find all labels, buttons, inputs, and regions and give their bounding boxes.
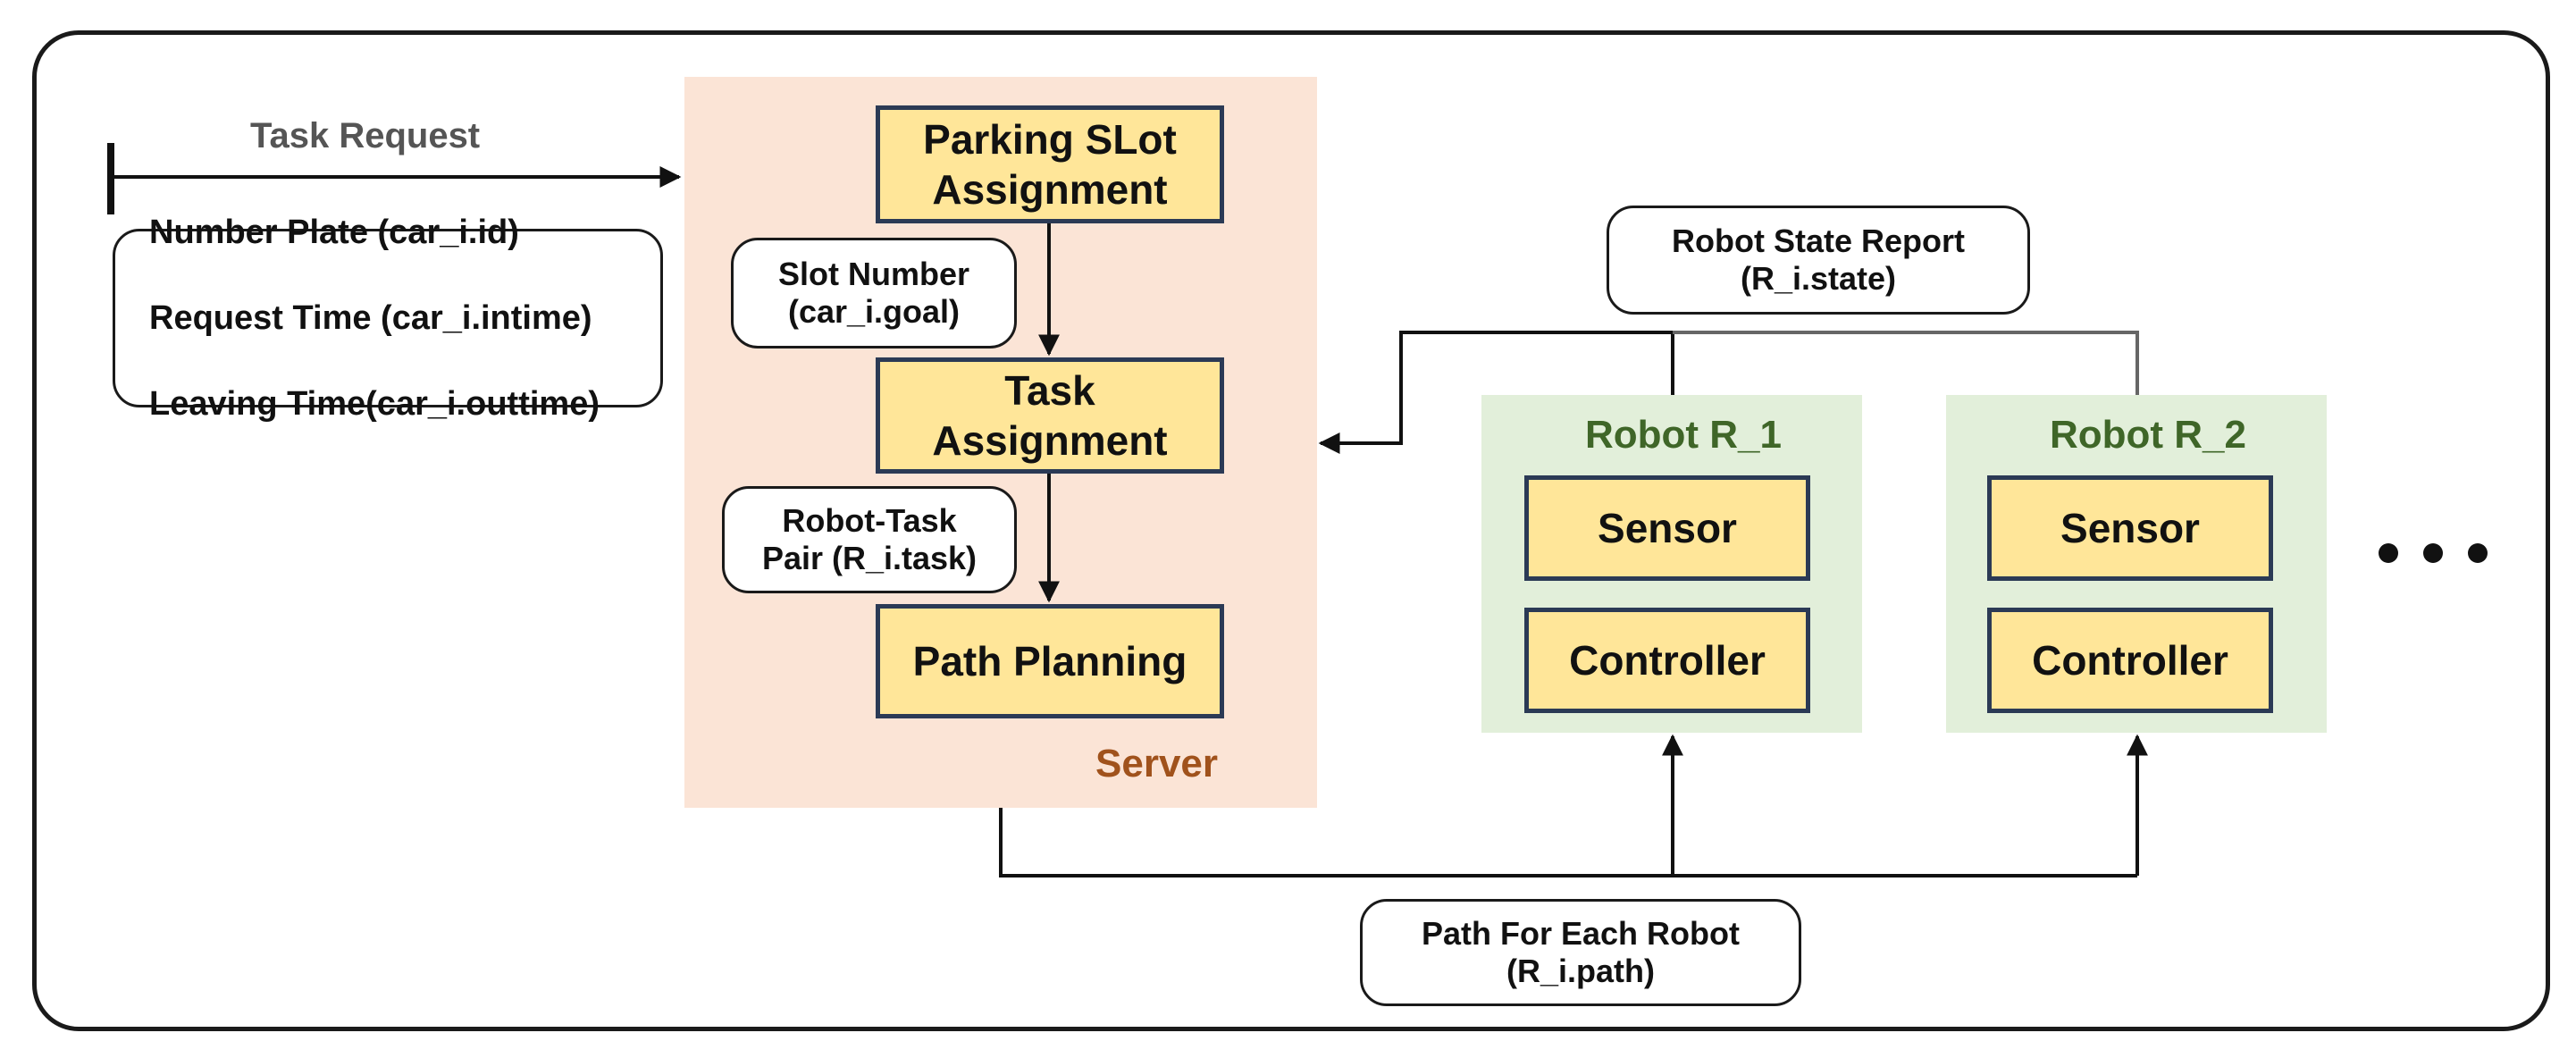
robot-r2-title: Robot R_2 (2050, 413, 2246, 457)
path-planning-box: Path Planning (876, 604, 1224, 718)
state-report-r2-line (1673, 331, 2139, 395)
path-for-each-robot-note: Path For Each Robot (R_i.path) (1360, 899, 1801, 1006)
robot-r1-sensor-box: Sensor (1524, 475, 1810, 581)
robot-state-report-note: Robot State Report (R_i.state) (1607, 206, 2030, 315)
robot-r1-title: Robot R_1 (1585, 413, 1782, 457)
parking-slot-assignment-box: Parking SLot Assignment (876, 105, 1224, 223)
robot-r2-sensor-box: Sensor (1987, 475, 2273, 581)
state-report-r1-line (1318, 331, 1674, 454)
slot-number-note: Slot Number (car_i.goal) (731, 238, 1017, 348)
robot-task-pair-note: Robot-Task Pair (R_i.task) (722, 486, 1017, 593)
more-robots-ellipsis-icon (2379, 536, 2495, 572)
path-distribution-line (999, 808, 2137, 877)
request-field: Request Time (car_i.intime) (149, 299, 592, 337)
outer-frame (32, 30, 2550, 1031)
robot-r2-controller-box: Controller (1987, 608, 2273, 713)
server-label: Server (1095, 742, 1219, 785)
robot-r1-controller-box: Controller (1524, 608, 1810, 713)
request-field: Leaving Time(car_i.outtime) (149, 385, 600, 423)
task-request-fields: Number Plate (car_i.id) Request Time (ca… (113, 214, 663, 423)
task-assignment-box: Task Assignment (876, 357, 1224, 474)
request-field: Number Plate (car_i.id) (149, 214, 519, 251)
task-request-label: Task Request (250, 116, 481, 155)
